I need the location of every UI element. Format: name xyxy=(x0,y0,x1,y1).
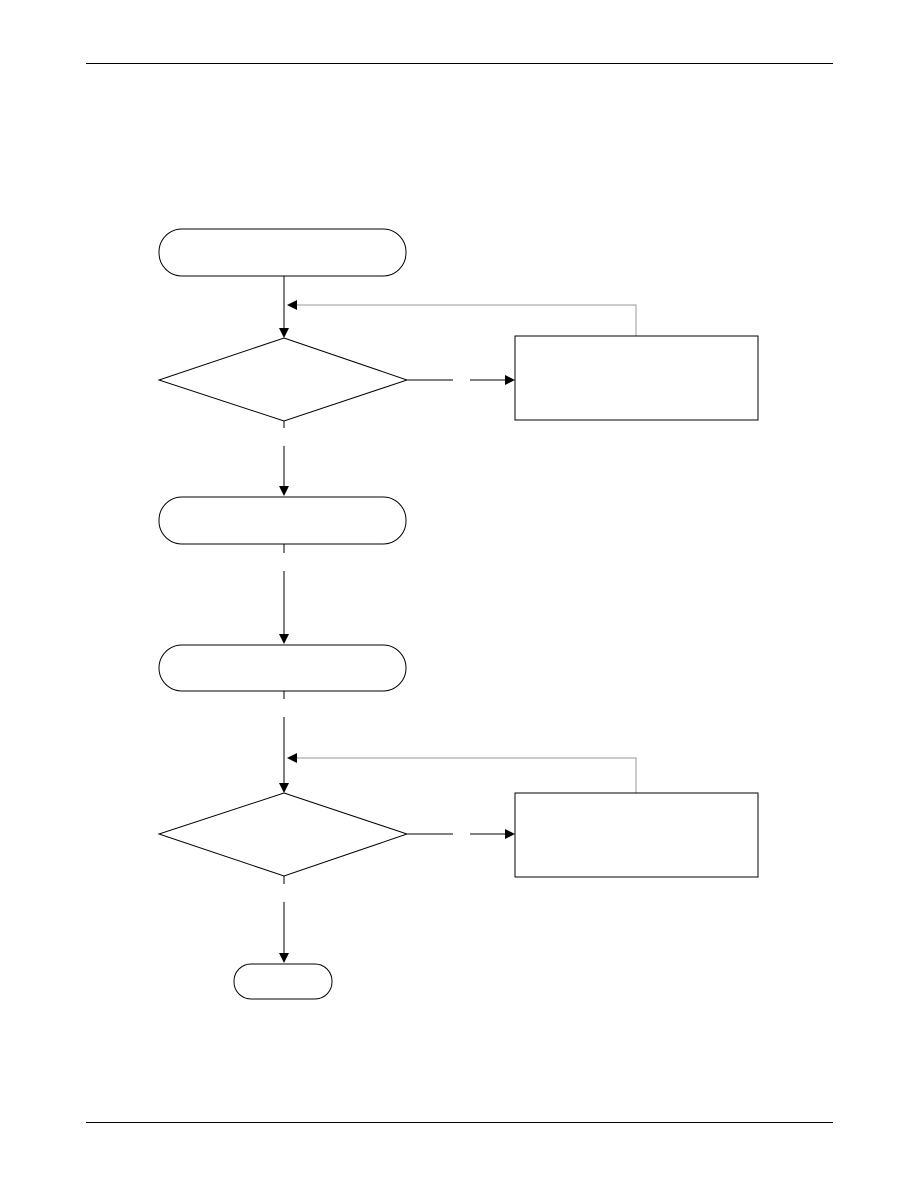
feedback-process-1-to-decision-1 xyxy=(287,300,637,336)
process-2 xyxy=(514,792,759,878)
process-1 xyxy=(514,335,759,421)
start-terminator xyxy=(158,228,407,277)
end-terminator xyxy=(233,963,333,1000)
decision-2 xyxy=(157,792,409,877)
footer-rule xyxy=(86,1122,833,1123)
terminator-2 xyxy=(158,496,407,545)
header-rule xyxy=(86,63,833,64)
decision-1 xyxy=(157,337,409,422)
feedback-process-2-to-decision-2 xyxy=(287,753,637,793)
terminator-3 xyxy=(158,644,407,692)
